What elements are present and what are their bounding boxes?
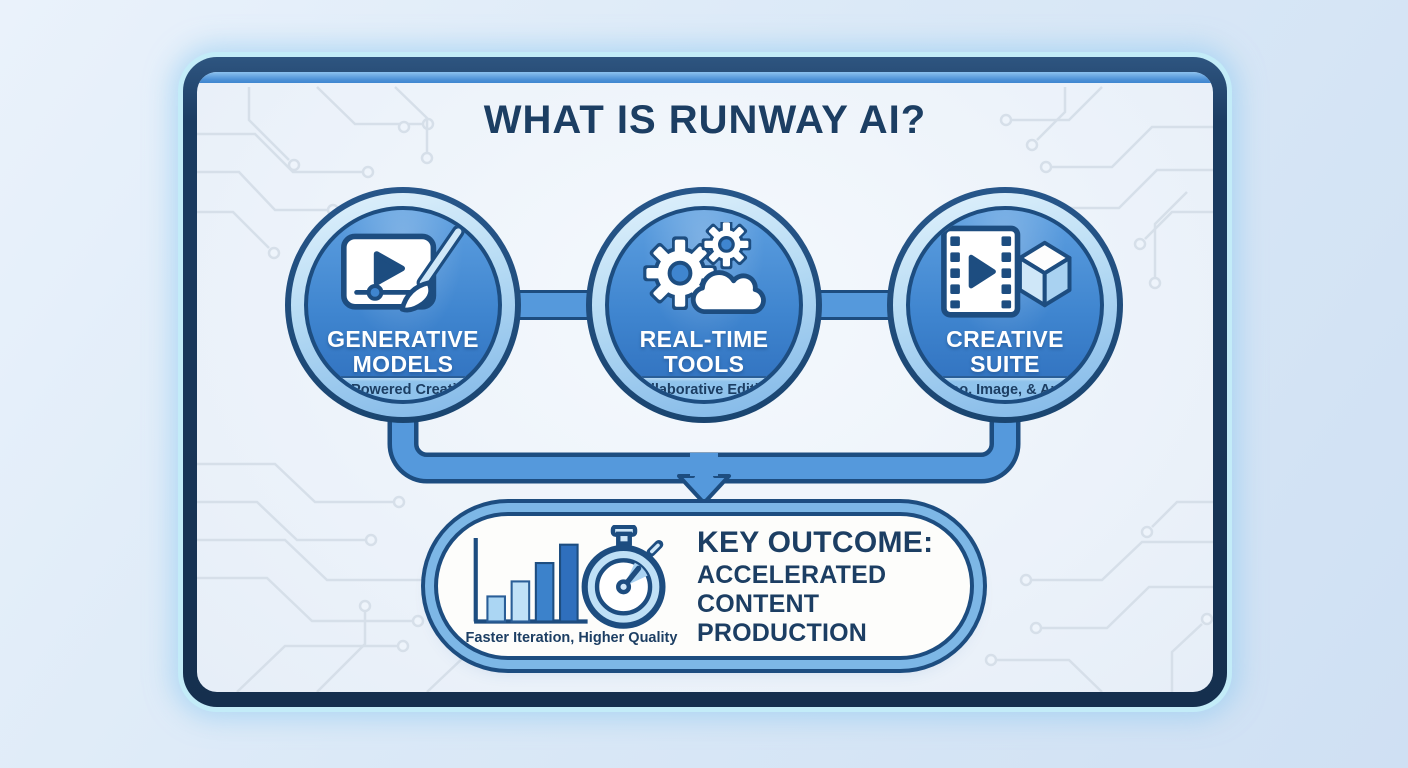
pillar-subtitle: AI-Powered Creation <box>331 382 475 398</box>
pillar-outer-ring: GENERATIVE MODELS AI-Powered Creation <box>285 187 521 423</box>
pillar-circle: REAL-TIME TOOLS Collaborative Editing <box>605 206 803 404</box>
pillar-circle: GENERATIVE MODELS AI-Powered Creation <box>304 206 502 404</box>
pillar-subtitle: Collaborative Editing <box>631 382 777 398</box>
pillar-subtitle-band <box>609 376 799 400</box>
pillar-label: CREATIVE SUITE <box>946 326 1064 378</box>
outcome-text-block: KEY OUTCOME: ACCELERATED CONTENT PRODUCT… <box>697 525 952 648</box>
outcome-icons-group: Faster Iteration, Higher Quality <box>464 524 679 646</box>
pillar-light-ring: CREATIVE SUITE Video, Image, & Audio <box>893 193 1117 417</box>
gears-cloud-icon <box>643 222 766 314</box>
content-panel: WHAT IS RUNWAY AI? <box>197 72 1213 692</box>
outcome-caption: Faster Iteration, Higher Quality <box>465 629 678 646</box>
pillar-subtitle: Video, Image, & Audio <box>928 382 1082 398</box>
device-frame: WHAT IS RUNWAY AI? <box>183 57 1227 707</box>
outcome-line-2: CONTENT PRODUCTION <box>697 589 868 647</box>
video-player-paintbrush-icon <box>341 225 465 313</box>
pillar-circle: CREATIVE SUITE Video, Image, & Audio <box>906 206 1104 404</box>
pillar-generative-models: GENERATIVE MODELS AI-Powered Creation <box>285 187 521 423</box>
top-accent-strip <box>197 72 1213 83</box>
pillar-subtitle-band <box>910 376 1100 400</box>
stopwatch-icon <box>581 524 666 629</box>
filmstrip-cube-icon <box>940 225 1071 318</box>
pillar-creative-suite: CREATIVE SUITE Video, Image, & Audio <box>887 187 1123 423</box>
pillar-light-ring: REAL-TIME TOOLS Collaborative Editing <box>592 193 816 417</box>
outcome-line-1: ACCELERATED <box>697 560 887 589</box>
bar-chart-icon <box>473 537 588 624</box>
pillar-label: REAL-TIME TOOLS <box>639 326 769 378</box>
page-title: WHAT IS RUNWAY AI? <box>483 98 927 142</box>
pillar-outer-ring: REAL-TIME TOOLS Collaborative Editing <box>586 187 822 423</box>
pillar-outer-ring: CREATIVE SUITE Video, Image, & Audio <box>887 187 1123 423</box>
pillar-subtitle-band <box>308 376 498 400</box>
outcome-heading: KEY OUTCOME: <box>697 525 934 559</box>
pillar-real-time-tools: REAL-TIME TOOLS Collaborative Editing <box>586 187 822 423</box>
pillar-label: GENERATIVE MODELS <box>327 326 479 378</box>
outcome-box: Faster Iteration, Higher Quality KEY OUT… <box>434 512 974 660</box>
pillar-light-ring: GENERATIVE MODELS AI-Powered Creation <box>291 193 515 417</box>
